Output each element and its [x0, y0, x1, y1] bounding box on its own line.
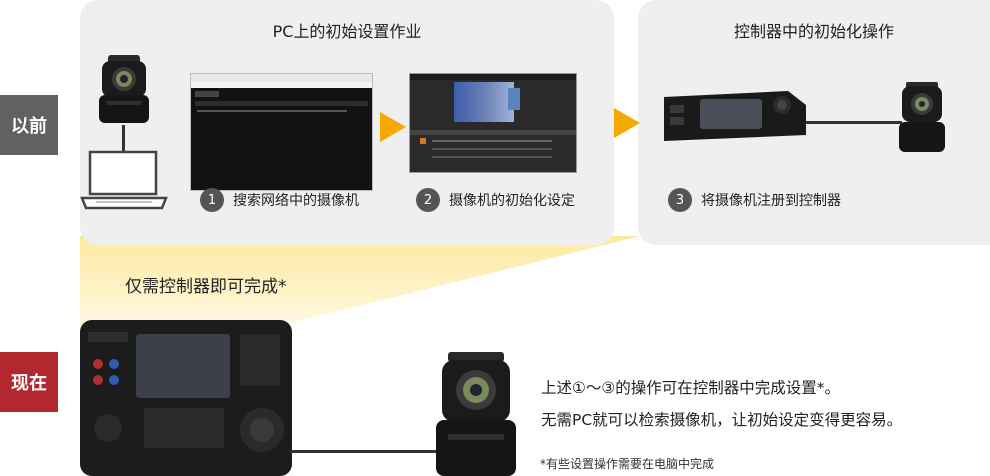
now-description-2: 无需PC就可以检索摄像机，让初始设定变得更容易。	[541, 411, 903, 429]
now-label: 现在	[0, 352, 58, 412]
now-description-1: 上述①～③的操作可在控制器中完成设置*。	[541, 379, 841, 397]
step-number: 2	[416, 188, 440, 212]
ptz-camera-image	[436, 352, 516, 476]
flow-arrow	[380, 112, 406, 142]
camera-setup-screenshot	[409, 73, 577, 173]
now-heading: 仅需控制器即可完成*	[125, 277, 287, 297]
ptz-camera-image	[99, 55, 149, 123]
before-label: 以前	[0, 95, 58, 155]
laptop-icon	[80, 150, 168, 210]
controller-small-image	[664, 91, 806, 141]
flow-arrow	[614, 108, 640, 138]
connector-line	[122, 125, 125, 153]
ptz-camera-image	[899, 82, 945, 152]
search-tool-screenshot	[190, 73, 373, 191]
step-number: 3	[668, 188, 692, 212]
controller-large-image	[80, 320, 292, 476]
controller-setup-title: 控制器中的初始化操作	[733, 22, 894, 41]
connector-line	[290, 450, 440, 453]
connector-line	[806, 121, 902, 124]
step-number: 1	[200, 188, 224, 212]
footnote: *有些设置操作需要在电脑中完成	[540, 457, 715, 471]
step-2: 2 摄像机的初始化设定	[416, 188, 575, 212]
step-label: 将摄像机注册到控制器	[701, 193, 841, 209]
step-label: 摄像机的初始化设定	[449, 193, 575, 209]
pc-setup-title: PC上的初始设置作业	[272, 22, 422, 41]
step-3: 3 将摄像机注册到控制器	[668, 188, 841, 212]
step-1: 1 搜索网络中的摄像机	[200, 188, 359, 212]
step-label: 搜索网络中的摄像机	[233, 193, 359, 209]
